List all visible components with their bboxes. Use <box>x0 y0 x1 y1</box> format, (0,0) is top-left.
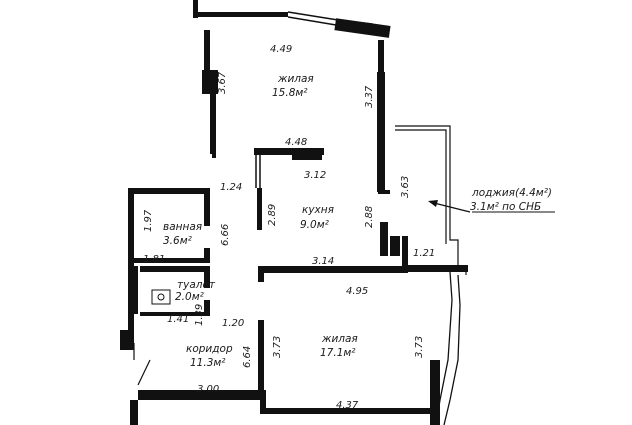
dim-6-64: 6.64 <box>242 346 253 368</box>
loggia-area: 3.1м² по СНБ <box>470 201 541 213</box>
corridor-area: 11.3м² <box>190 357 226 369</box>
living2-area: 17.1м² <box>320 347 356 359</box>
dim-1-39: 1.39 <box>194 304 205 326</box>
living1-area: 15.8м² <box>272 87 308 99</box>
dim-3-37: 3.37 <box>364 85 375 108</box>
dim-1-81: 1.81 <box>143 254 165 265</box>
dim-1-41: 1.41 <box>167 314 189 325</box>
dim-3-73-left: 3.73 <box>272 336 283 358</box>
dim-4-95: 4.95 <box>346 286 368 297</box>
dim-2-89: 2.89 <box>267 204 278 226</box>
walls <box>120 0 555 425</box>
bath-area: 3.6м² <box>163 235 193 247</box>
dim-4-37: 4.37 <box>336 400 359 411</box>
living2-name: жилая <box>321 333 358 345</box>
dim-1-97: 1.97 <box>143 209 154 232</box>
dim-3-63: 3.63 <box>400 176 411 198</box>
toilet-name: туалет <box>177 279 216 291</box>
dim-4-48: 4.48 <box>285 137 307 148</box>
kitchen-area: 9.0м² <box>300 219 330 231</box>
dim-3-12: 3.12 <box>304 170 326 181</box>
kitchen-name: кухня <box>302 204 334 216</box>
dim-3-73-right: 3.73 <box>414 336 425 358</box>
dim-6-66: 6.66 <box>220 224 231 246</box>
dim-1-20: 1.20 <box>222 318 244 329</box>
dim-3-00: 3.00 <box>197 384 219 395</box>
toilet-area: 2.0м² <box>175 291 205 303</box>
dim-4-49: 4.49 <box>270 44 292 55</box>
loggia-name: лоджия(4.4м²) <box>471 187 552 199</box>
dim-1-21: 1.21 <box>413 248 435 259</box>
corridor-name: коридор <box>186 343 233 355</box>
living1-name: жилая <box>277 73 314 85</box>
dim-3-14: 3.14 <box>312 256 334 267</box>
dim-1-24: 1.24 <box>220 182 242 193</box>
dim-3-67: 3.67 <box>217 71 228 94</box>
bath-name: ванная <box>163 221 202 233</box>
dim-2-88: 2.88 <box>364 206 375 228</box>
